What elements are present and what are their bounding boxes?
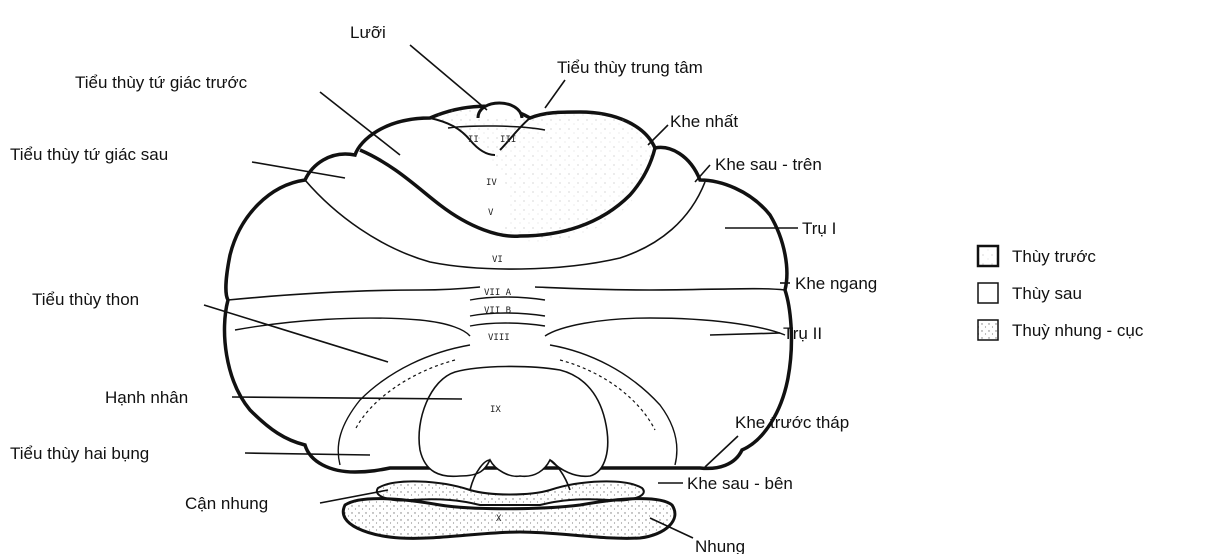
lobule-vii-a: VII A bbox=[484, 288, 512, 298]
label-khe-nhat: Khe nhất bbox=[670, 112, 738, 131]
lobule-vii-b: VII B bbox=[484, 306, 511, 316]
label-hai-bung: Tiểu thùy hai bụng bbox=[10, 444, 149, 463]
label-tu-giac-sau: Tiểu thùy tứ giác sau bbox=[10, 145, 168, 164]
label-khe-sau-tren: Khe sau - trên bbox=[715, 155, 822, 174]
lobule-iii: III bbox=[500, 135, 516, 145]
label-can-nhung: Cận nhung bbox=[185, 494, 268, 513]
lobule-ix: IX bbox=[490, 405, 501, 415]
label-luoi: Lưỡi bbox=[350, 23, 386, 42]
label-tu-giac-truoc: Tiểu thùy tứ giác trước bbox=[75, 73, 248, 92]
label-trung-tam: Tiểu thùy trung tâm bbox=[557, 58, 703, 77]
label-nhung: Nhung bbox=[695, 537, 745, 554]
legend-label-flocculonodular: Thuỳ nhung - cục bbox=[1012, 321, 1144, 340]
lobule-v: V bbox=[488, 208, 494, 218]
legend-swatch-flocculonodular bbox=[978, 320, 998, 340]
lobule-x: X bbox=[496, 514, 502, 524]
label-khe-ngang: Khe ngang bbox=[795, 274, 877, 293]
legend-label-posterior: Thùy sau bbox=[1012, 284, 1082, 303]
tonsil bbox=[419, 366, 608, 476]
label-tru-1: Trụ I bbox=[802, 219, 836, 238]
label-khe-truoc-thap: Khe trước tháp bbox=[735, 413, 849, 432]
legend-label-anterior: Thùy trước bbox=[1012, 247, 1096, 266]
lobule-iv: IV bbox=[486, 178, 497, 188]
lingula bbox=[478, 103, 522, 118]
label-khe-sau-ben: Khe sau - bên bbox=[687, 474, 793, 493]
legend: Thùy trước Thùy sau Thuỳ nhung - cục bbox=[978, 246, 1144, 340]
label-tru-2: Trụ II bbox=[783, 324, 822, 343]
label-hanh-nhan: Hạnh nhân bbox=[105, 388, 188, 407]
lobule-vi: VI bbox=[492, 255, 503, 265]
legend-swatch-posterior bbox=[978, 283, 998, 303]
lobule-viii: VIII bbox=[488, 333, 510, 343]
label-thon: Tiểu thùy thon bbox=[32, 290, 139, 309]
lobule-ii: II bbox=[468, 135, 479, 145]
legend-swatch-anterior bbox=[978, 246, 998, 266]
